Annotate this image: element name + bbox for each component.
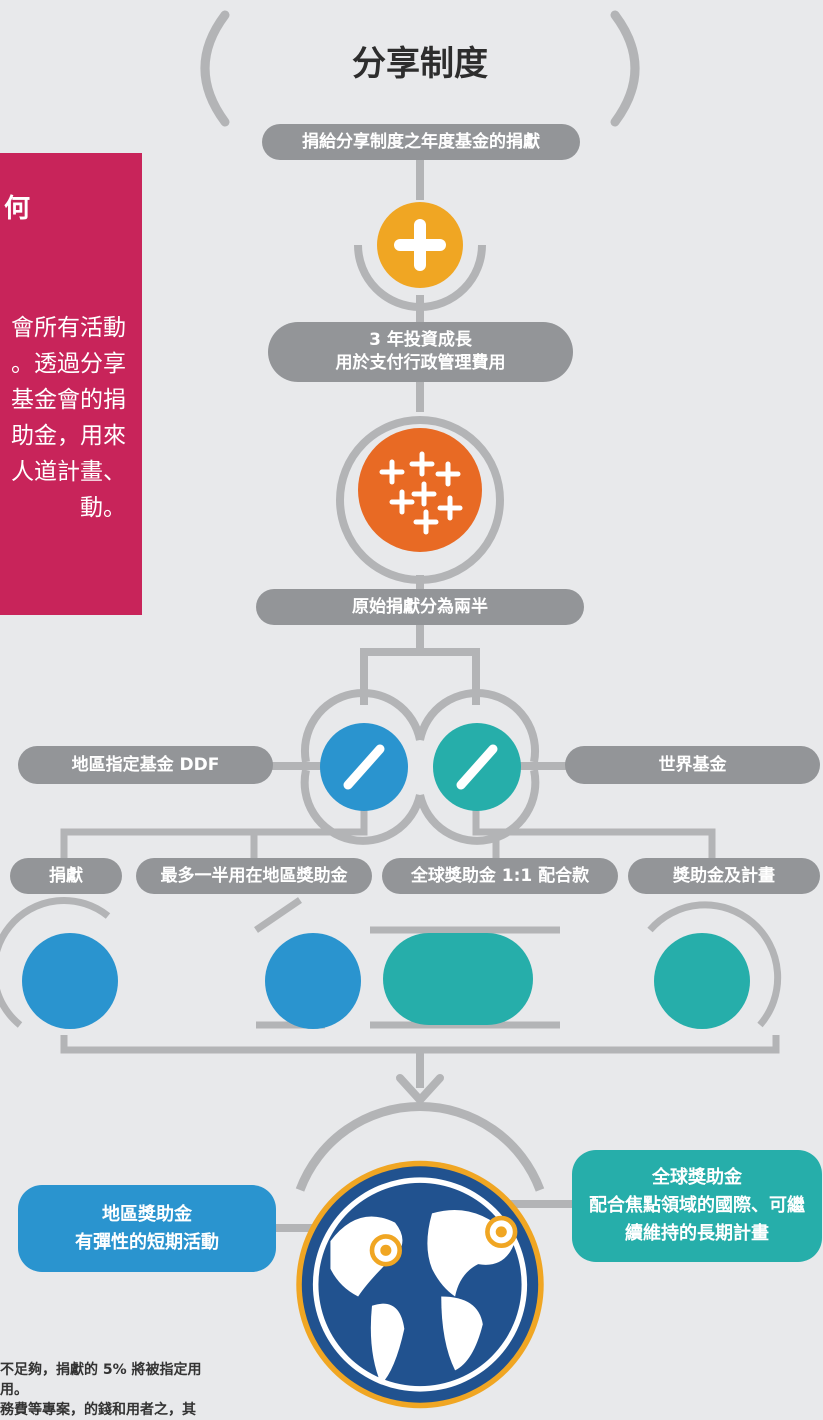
footnote-line-1: 不足夠，捐獻的 5% 將被指定用: [0, 1362, 202, 1378]
world-ring-bottom: [416, 769, 540, 845]
district-grant-circle: [265, 933, 361, 1029]
district-grant-title: 地區獎助金: [102, 1203, 192, 1225]
panel-body: 會所有活動 。透過分享 基金會的捐 助金，用來 人道計畫、 動。: [11, 310, 126, 526]
grants-programs-circle: [654, 933, 750, 1029]
global-grant-desc-2: 續維持的長期計畫: [625, 1223, 769, 1244]
ddf-slash-icon: [320, 723, 408, 811]
donate-frame: [0, 896, 111, 1028]
global-grant-box: 全球獎助金 配合焦點領域的國際、可繼 續維持的長期計畫: [572, 1150, 822, 1262]
world-slash-icon: [433, 723, 521, 811]
growth-line-1: 3 年投資成長: [369, 330, 472, 351]
globe-icon: [296, 1160, 544, 1409]
ddf-ring: [300, 688, 424, 763]
down-arrow-head: [396, 1074, 444, 1106]
panel-line: 會所有活動: [11, 315, 126, 341]
donate-circle: [22, 933, 118, 1029]
global-grant-title: 全球獎助金: [652, 1167, 742, 1188]
growth-line-2: 用於支付行政管理費用: [335, 353, 506, 373]
panel-line: 。透過分享: [11, 351, 126, 377]
globe-top-arc: [295, 1102, 545, 1192]
info-panel: 何 會所有活動 。透過分享 基金會的捐 助金，用來 人道計畫、 動。: [0, 153, 142, 615]
panel-title: 何: [4, 194, 31, 224]
header-left-bracket: [200, 10, 230, 127]
footnote-line-3: 務費等專案，的錢和用者之，其: [0, 1402, 196, 1418]
plus-icon: [377, 202, 463, 288]
split-bracket: [360, 648, 480, 705]
footnote: 不足夠，捐獻的 5% 將被指定用 用。 務費等專案，的錢和用者之，其: [0, 1360, 202, 1420]
panel-line: 動。: [80, 495, 126, 521]
ddf-pill: 地區指定基金 DDF: [18, 746, 273, 784]
plus-arc: [354, 244, 486, 311]
world-fund-pill: 世界基金: [565, 746, 820, 784]
converge-line: [60, 1035, 780, 1054]
growth-ring: [336, 416, 505, 584]
global-match-shape: [383, 933, 533, 1025]
panel-line: 人道計畫、: [11, 459, 126, 485]
ddf-branch: [60, 805, 368, 858]
district-grant-desc: 有彈性的短期活動: [75, 1231, 219, 1253]
growth-pill: 3 年投資成長 用於支付行政管理費用: [268, 322, 573, 382]
grants-programs-pill: 獎助金及計畫: [628, 858, 820, 894]
footnote-line-2: 用。: [0, 1382, 28, 1398]
district-half-pill: 最多一半用在地區獎助金: [136, 858, 372, 894]
global-grant-desc-1: 配合焦點領域的國際、可繼: [589, 1195, 805, 1216]
donation-pill: 捐給分享制度之年度基金的捐獻: [262, 124, 580, 160]
match-frame: [370, 926, 560, 1029]
growth-plus-icon: [358, 428, 482, 552]
world-branch: [472, 805, 716, 858]
header-right-bracket: [610, 10, 640, 127]
page-title: 分享制度: [352, 44, 488, 84]
donate-pill: 捐獻: [10, 858, 122, 894]
split-pill: 原始捐獻分為兩半: [256, 589, 584, 625]
ddf-ring-bottom: [300, 769, 424, 845]
grants-frame: [647, 901, 782, 1028]
district-grant-box: 地區獎助金 有彈性的短期活動: [18, 1185, 276, 1272]
global-match-pill: 全球獎助金 1:1 配合款: [382, 858, 618, 894]
panel-line: 助金，用來: [11, 423, 126, 449]
panel-line: 基金會的捐: [11, 387, 126, 413]
world-ring: [416, 688, 540, 763]
